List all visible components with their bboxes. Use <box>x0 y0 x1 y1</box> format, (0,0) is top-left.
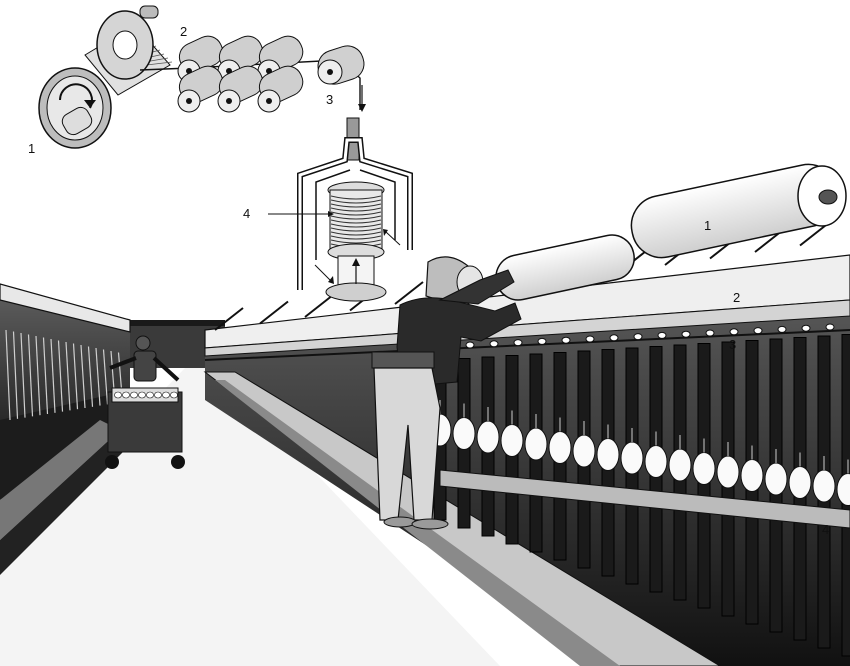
spindle-bobbin <box>645 446 667 478</box>
cart-bobbin <box>163 392 170 398</box>
guide-eye <box>802 325 810 331</box>
label-drafting-system: 2 <box>733 290 740 305</box>
cart-bobbin <box>155 392 162 398</box>
spindle-bobbin <box>477 421 499 453</box>
spindle-bobbin <box>789 467 811 499</box>
spindle-bobbin <box>669 449 691 481</box>
cart-bobbin <box>131 392 138 398</box>
guide-eye <box>490 341 498 347</box>
label-delivery-roller: 3 <box>326 92 333 107</box>
cart-bobbin <box>139 392 146 398</box>
spindle-bobbin <box>525 428 547 460</box>
spindle-bobbin <box>621 442 643 474</box>
spindle-bobbin <box>741 460 763 492</box>
guide-eye <box>706 330 714 336</box>
guide-eye <box>610 335 618 341</box>
label-roving-bobbins: 1 <box>704 218 711 233</box>
drafting-rollers <box>175 32 308 112</box>
guide-eye <box>826 324 834 330</box>
guide-eye <box>778 326 786 332</box>
roller-axle <box>266 98 272 104</box>
guide-eye <box>658 332 666 338</box>
guide-eye <box>682 331 690 337</box>
drafting-process-diagram <box>39 6 410 301</box>
guide-eye <box>466 342 474 348</box>
guide-eye <box>586 336 594 342</box>
supply-package <box>39 6 172 148</box>
guide-eye <box>562 337 570 343</box>
creel-rod <box>305 295 333 317</box>
label-spindles: 4 <box>822 522 829 537</box>
spindle-bobbin <box>717 456 739 488</box>
spindle-assembly <box>268 118 410 301</box>
cart-bobbin <box>123 392 130 398</box>
spindle-bobbin <box>501 425 523 457</box>
spindle-bobbin <box>813 470 835 502</box>
spindle-bobbin <box>453 418 475 450</box>
label-drafting-rollers: 2 <box>180 24 187 39</box>
spindle-bobbin <box>549 432 571 464</box>
spindle-bobbin <box>765 463 787 495</box>
guide-eye <box>514 340 522 346</box>
guide-eye <box>730 329 738 335</box>
guide-eye <box>634 334 642 340</box>
label-guide: 3 <box>729 337 736 352</box>
spindle-bobbin <box>693 453 715 485</box>
cart-bobbin <box>115 392 122 398</box>
label-spindle-bobbin: 4 <box>243 206 250 221</box>
roller-axle <box>186 98 192 104</box>
guide-eye <box>538 338 546 344</box>
guide-eye <box>754 328 762 334</box>
cart-bobbin <box>147 392 154 398</box>
spindle-bobbin <box>573 435 595 467</box>
spindle-bobbin <box>597 439 619 471</box>
creel-rod <box>260 302 288 324</box>
cart-bobbin <box>171 392 178 398</box>
label-supply-package: 1 <box>28 141 35 156</box>
roller-axle <box>226 98 232 104</box>
